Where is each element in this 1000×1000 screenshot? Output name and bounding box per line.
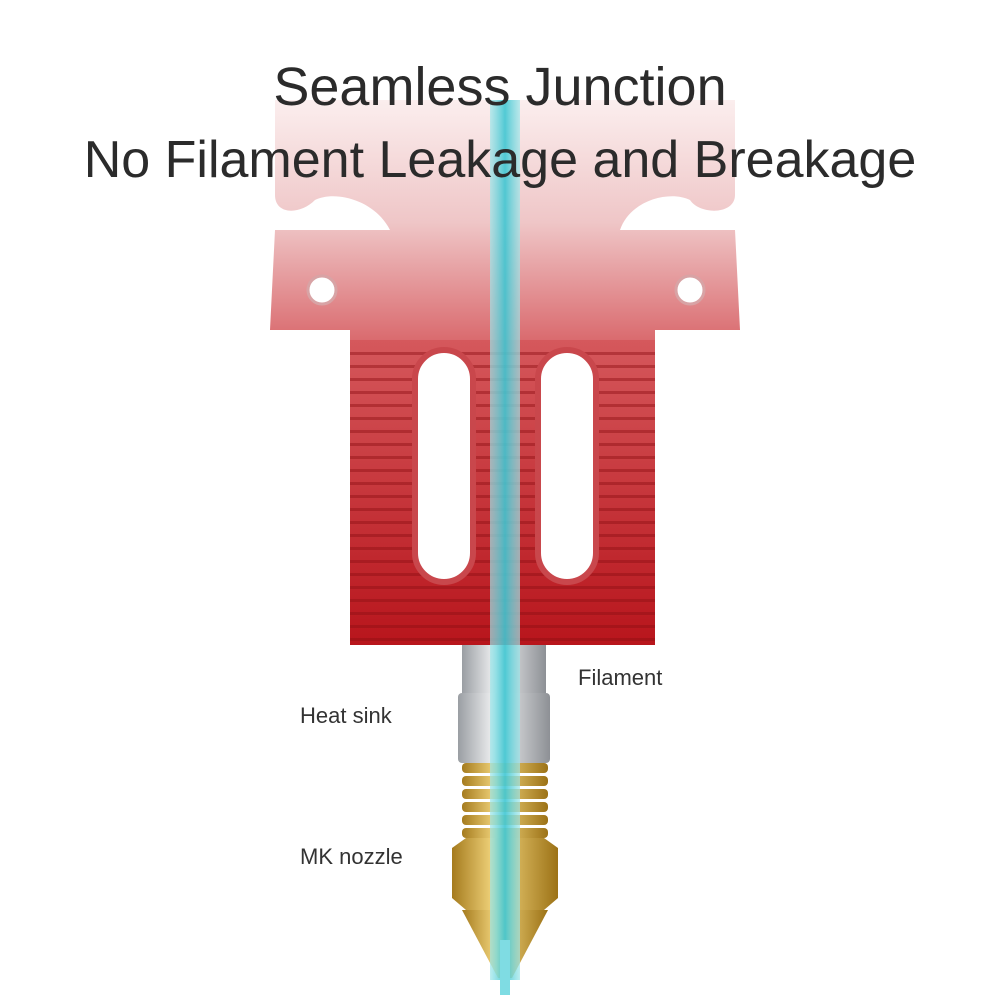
label-heat-sink: Heat sink [300, 703, 392, 728]
headline: Seamless Junction [273, 57, 727, 117]
slot-right [535, 347, 599, 585]
label-mk-nozzle: MK nozzle [300, 844, 403, 869]
slot-left [412, 347, 476, 585]
filament-strand [490, 100, 520, 980]
mounting-hole-right [674, 274, 706, 306]
mounting-hole-left [306, 274, 338, 306]
subheadline: No Filament Leakage and Breakage [83, 131, 917, 189]
filament-tip [500, 940, 510, 995]
label-filament: Filament [578, 665, 663, 690]
